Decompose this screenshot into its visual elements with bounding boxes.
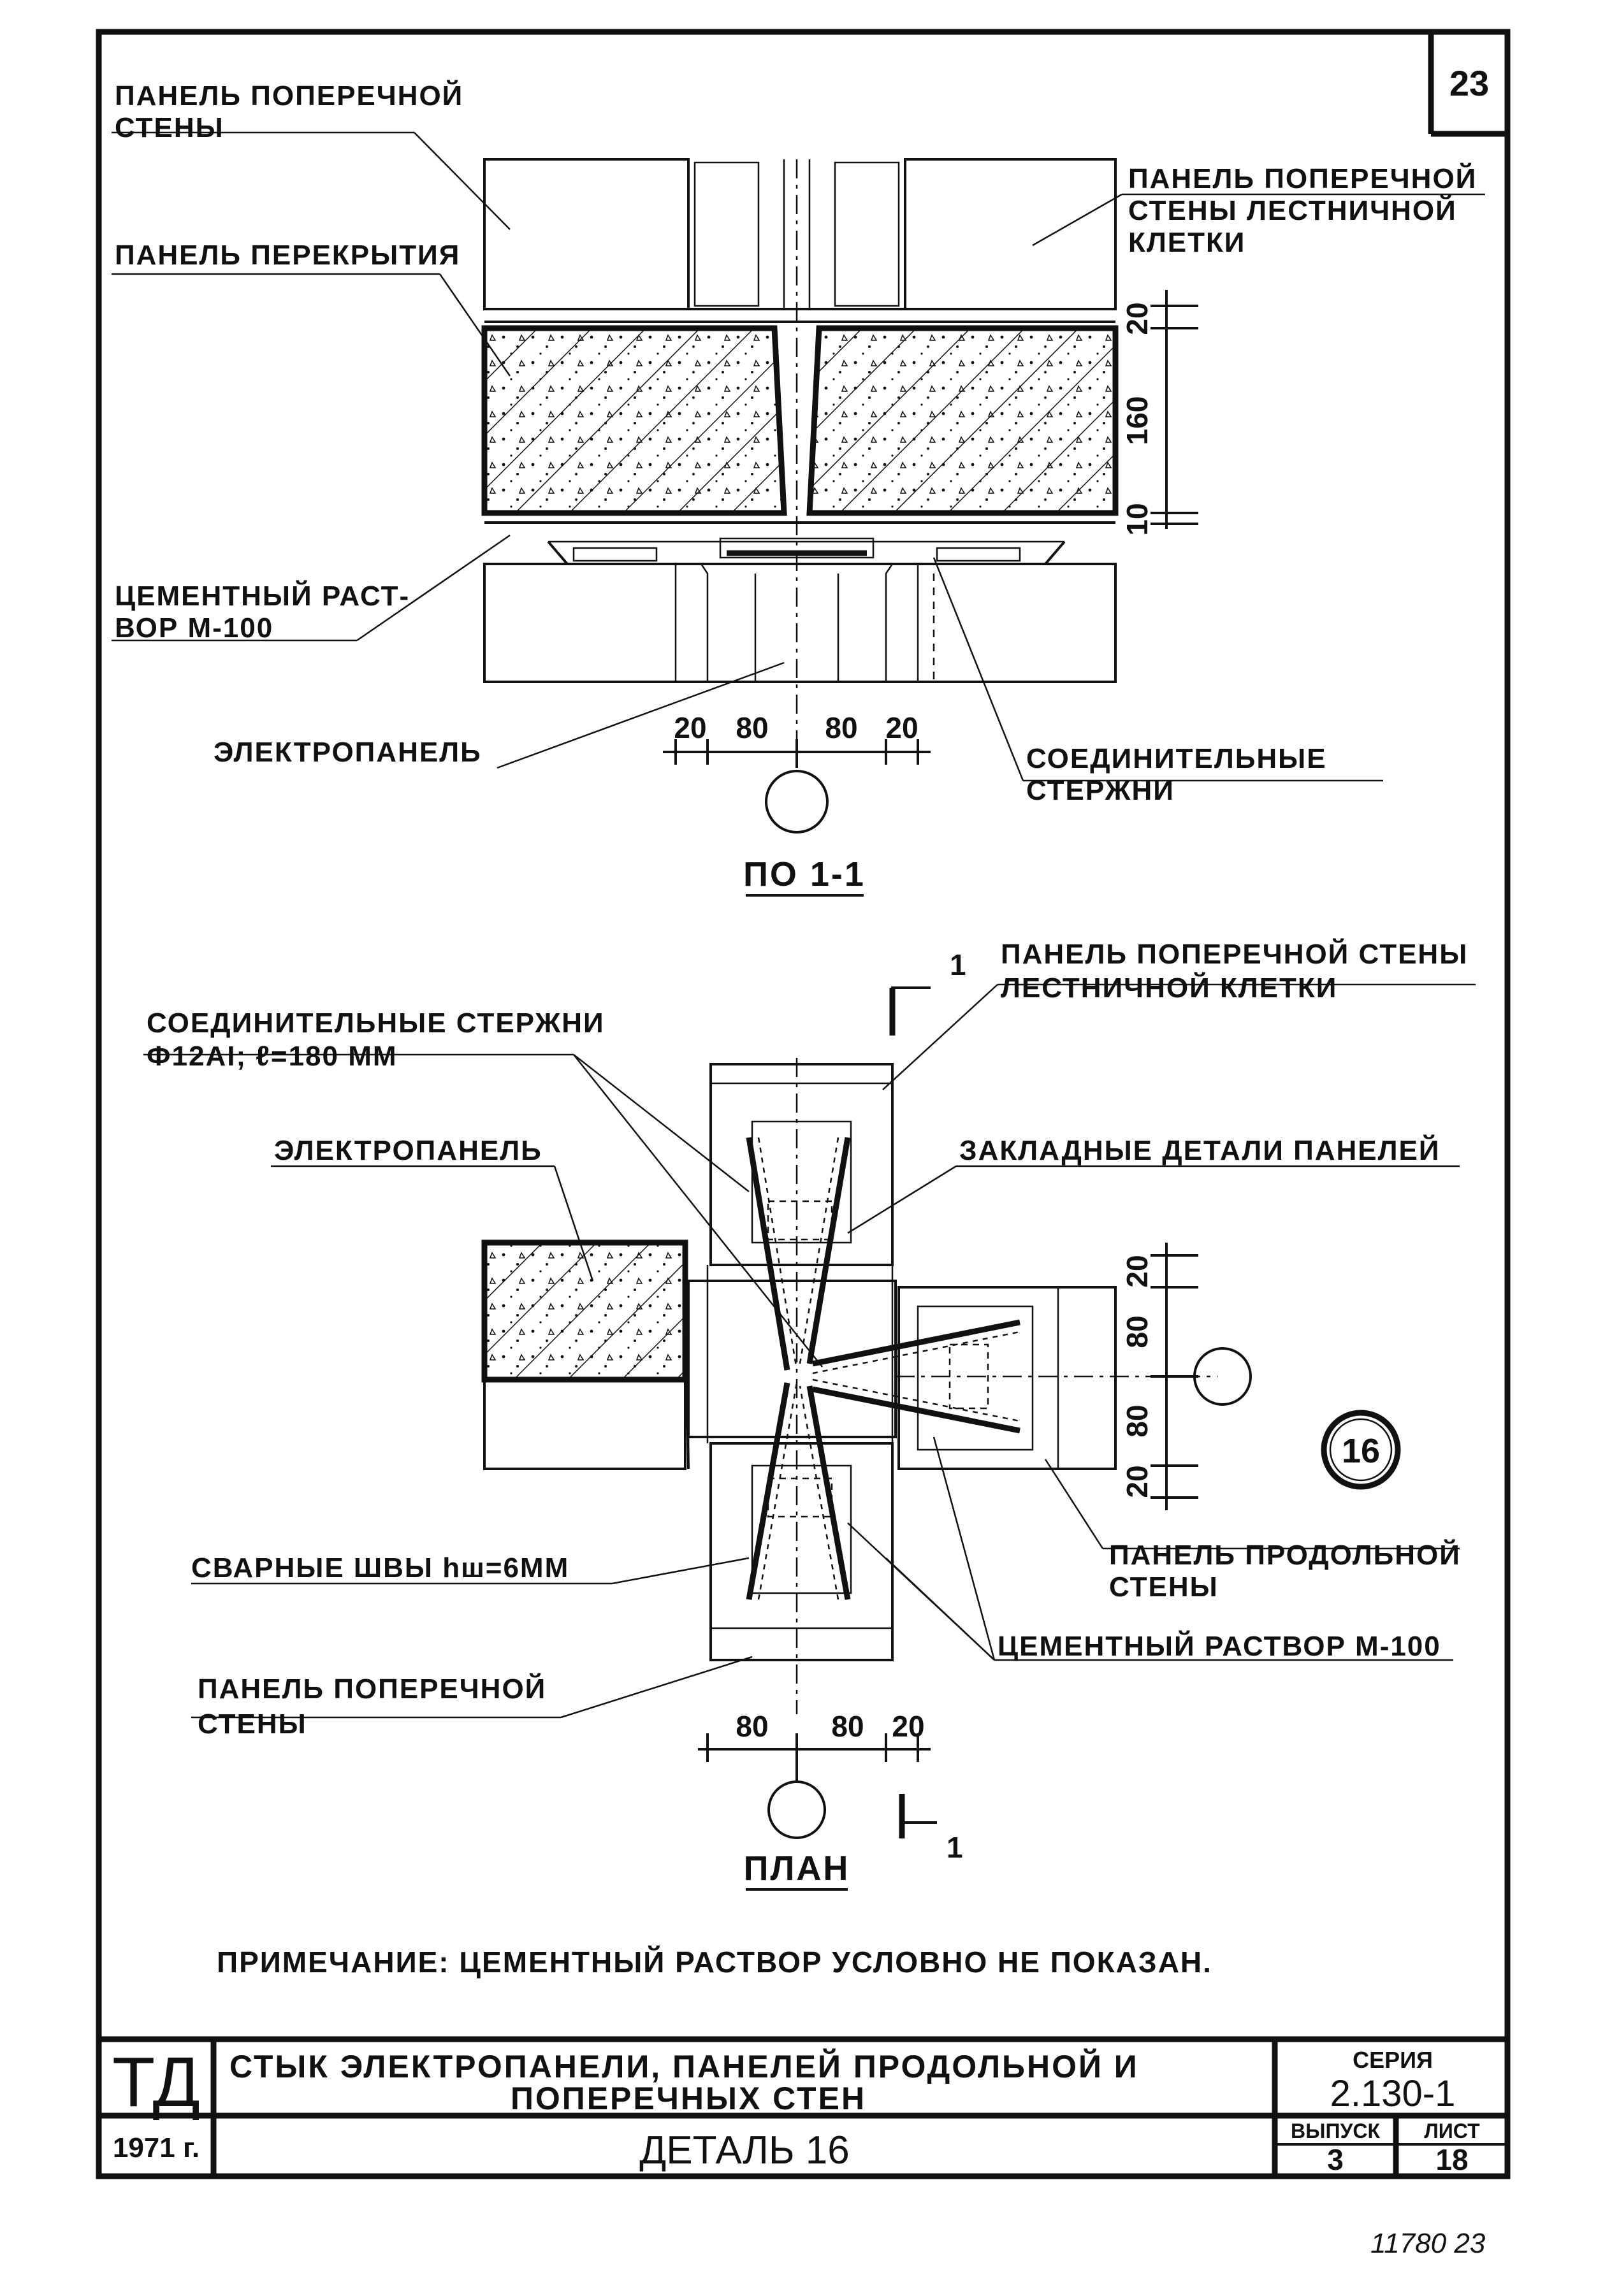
plan-connecting-rods bbox=[746, 1137, 1020, 1600]
plan-label-stair-wall-2: ЛЕСТНИЧНОЙ КЛЕТКИ bbox=[1001, 971, 1337, 1004]
section-leaders bbox=[112, 131, 1485, 897]
title-year: 1971 г. bbox=[113, 2132, 200, 2163]
sheet-label: ЛИСТ bbox=[1424, 2119, 1480, 2142]
plan-label-embedded-parts: ЗАКЛАДНЫЕ ДЕТАЛИ ПАНЕЛЕЙ bbox=[959, 1134, 1440, 1166]
section-label-stair-wall-3: КЛЕТКИ bbox=[1128, 227, 1245, 258]
sheet-value: 18 bbox=[1435, 2143, 1468, 2176]
title-line-2: ПОПЕРЕЧНЫХ СТЕН bbox=[511, 2081, 866, 2116]
plan-hdim-20: 20 bbox=[892, 1710, 924, 1743]
plan-label-transverse-wall-1: ПАНЕЛЬ ПОПЕРЕЧНОЙ bbox=[198, 1672, 546, 1705]
plan-section-mark-bottom: 1 bbox=[947, 1831, 963, 1864]
title-line-1: СТЫК ЭЛЕКТРОПАНЕЛИ, ПАНЕЛЕЙ ПРОДОЛЬНОЙ И bbox=[229, 2048, 1139, 2084]
section-label-electropanel: ЭЛЕКТРОПАНЕЛЬ bbox=[214, 737, 482, 768]
section-view bbox=[481, 158, 1119, 765]
detail-number: 16 bbox=[1342, 1432, 1380, 1470]
section-dim-20: 20 bbox=[1121, 302, 1154, 335]
plan-hdim-80-right: 80 bbox=[831, 1710, 864, 1743]
plan-caption: ПЛАН bbox=[744, 1849, 850, 1888]
section-dim-10: 10 bbox=[1121, 503, 1154, 535]
detail-number-bubble bbox=[1321, 1410, 1401, 1490]
plan-vdim-80-bottom: 80 bbox=[1121, 1404, 1154, 1437]
section-label-connecting-rods-1: СОЕДИНИТЕЛЬНЫЕ bbox=[1026, 743, 1327, 774]
floor-panel-left bbox=[481, 325, 787, 516]
drawing-note: ПРИМЕЧАНИЕ: ЦЕМЕНТНЫЙ РАСТВОР УСЛОВНО НЕ… bbox=[217, 1946, 1212, 1979]
plan-label-mortar: ЦЕМЕНТНЫЙ РАСТВОР М-100 bbox=[998, 1629, 1441, 1662]
section-dims-vertical bbox=[1151, 290, 1198, 529]
title-org: ТД bbox=[112, 2043, 200, 2121]
plan-label-connecting-rods-2: Ф12АI; ℓ=180 ММ bbox=[147, 1041, 398, 1072]
plan-electropanel bbox=[481, 1239, 688, 1383]
plan-vdim-80-top: 80 bbox=[1121, 1315, 1154, 1348]
section-hdim-80-right: 80 bbox=[825, 711, 857, 744]
plan-vdim-20-top: 20 bbox=[1121, 1255, 1154, 1287]
title-block bbox=[99, 2036, 1507, 2176]
section-caption: ПО 1-1 bbox=[743, 855, 866, 893]
plan-leaders bbox=[143, 983, 1476, 1891]
plan-section-mark bbox=[889, 986, 937, 1838]
plan-view bbox=[481, 1058, 1217, 1714]
sheet-frame bbox=[96, 29, 1511, 2179]
section-dims-horizontal bbox=[663, 739, 931, 834]
section-hdim-20-right: 20 bbox=[885, 711, 918, 744]
series-value: 2.130-1 bbox=[1330, 2073, 1456, 2114]
issue-value: 3 bbox=[1327, 2143, 1344, 2176]
plan-vdim-20-bottom: 20 bbox=[1121, 1465, 1154, 1498]
section-hdim-20-left: 20 bbox=[674, 711, 706, 744]
section-label-transverse-wall-2: СТЕНЫ bbox=[115, 112, 224, 143]
plan-dims-horizontal bbox=[698, 1733, 931, 1839]
section-label-transverse-wall-1: ПАНЕЛЬ ПОПЕРЕЧНОЙ bbox=[115, 79, 463, 112]
plan-section-mark-top: 1 bbox=[950, 948, 966, 981]
plan-label-welds: СВАРНЫЕ ШВЫ hш=6ММ bbox=[191, 1552, 569, 1584]
plan-label-electropanel: ЭЛЕКТРОПАНЕЛЬ bbox=[274, 1135, 542, 1166]
issue-label: ВЫПУСК bbox=[1291, 2119, 1380, 2142]
plan-label-transverse-wall-2: СТЕНЫ bbox=[198, 1708, 307, 1740]
plan-label-stair-wall-1: ПАНЕЛЬ ПОПЕРЕЧНОЙ СТЕНЫ bbox=[1001, 937, 1468, 970]
plan-label-longitudinal-wall-2: СТЕНЫ bbox=[1109, 1571, 1219, 1603]
title-detail: ДЕТАЛЬ 16 bbox=[639, 2128, 849, 2172]
section-label-connecting-rods-2: СТЕРЖНИ bbox=[1026, 775, 1175, 806]
plan-dims-vertical bbox=[1151, 1243, 1252, 1510]
section-dim-160: 160 bbox=[1121, 396, 1154, 445]
floor-panel-right bbox=[806, 325, 1119, 516]
handwritten-ref: 11780 23 bbox=[1370, 2228, 1486, 2259]
section-label-stair-wall-2: СТЕНЫ ЛЕСТНИЧНОЙ bbox=[1128, 194, 1457, 226]
plan-label-connecting-rods-1: СОЕДИНИТЕЛЬНЫЕ СТЕРЖНИ bbox=[147, 1007, 605, 1039]
section-label-mortar-1: ЦЕМЕНТНЫЙ РАСТ- bbox=[115, 579, 410, 612]
plan-label-longitudinal-wall-1: ПАНЕЛЬ ПРОДОЛЬНОЙ bbox=[1109, 1538, 1461, 1571]
series-label: СЕРИЯ bbox=[1353, 2047, 1433, 2073]
section-hdim-80-left: 80 bbox=[736, 711, 768, 744]
section-label-mortar-2: ВОР М-100 bbox=[115, 612, 273, 644]
plan-hdim-80-left: 80 bbox=[736, 1710, 768, 1743]
page-number: 23 bbox=[1449, 63, 1489, 103]
section-label-stair-wall-1: ПАНЕЛЬ ПОПЕРЕЧНОЙ bbox=[1128, 162, 1477, 194]
section-label-floor-panel: ПАНЕЛЬ ПЕРЕКРЫТИЯ bbox=[115, 240, 460, 271]
